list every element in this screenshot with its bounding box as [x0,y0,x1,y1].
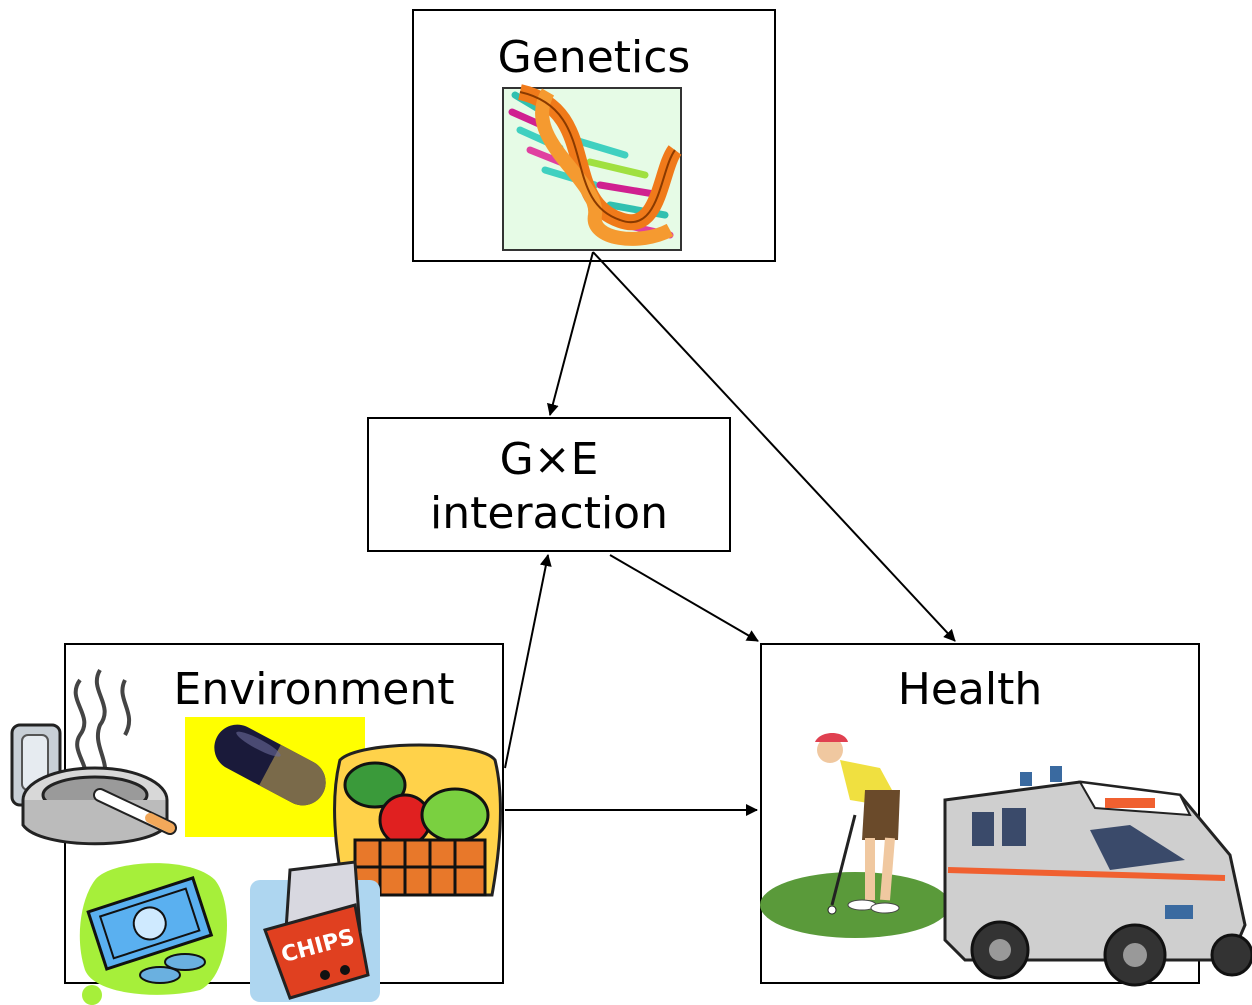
edge-genetics-to-gxe [547,251,594,416]
money-coins-icon [79,863,227,1005]
health-label: Health [897,664,1043,715]
vegetable-basket-icon [333,743,503,897]
capsule-pill-icon [185,717,365,837]
gxe-label-line2: interaction [430,488,668,539]
environment-label: Environment [173,664,455,715]
golfer-icon [760,733,950,938]
ashtray-cigarette-icon [21,668,177,846]
edge-environment-to-gxe [504,554,552,769]
ambulance-icon [943,766,1252,987]
gxe-label-line1: G×E [499,434,599,485]
genetics-label: Genetics [497,32,691,83]
dna-helix-icon [502,84,682,251]
edge-genetics-to-health [592,251,956,642]
chips-bag-icon: CHIPS [250,860,380,1002]
edge-gxe-to-health [609,554,759,642]
gxe-interaction-node: G×E interaction [367,417,731,552]
